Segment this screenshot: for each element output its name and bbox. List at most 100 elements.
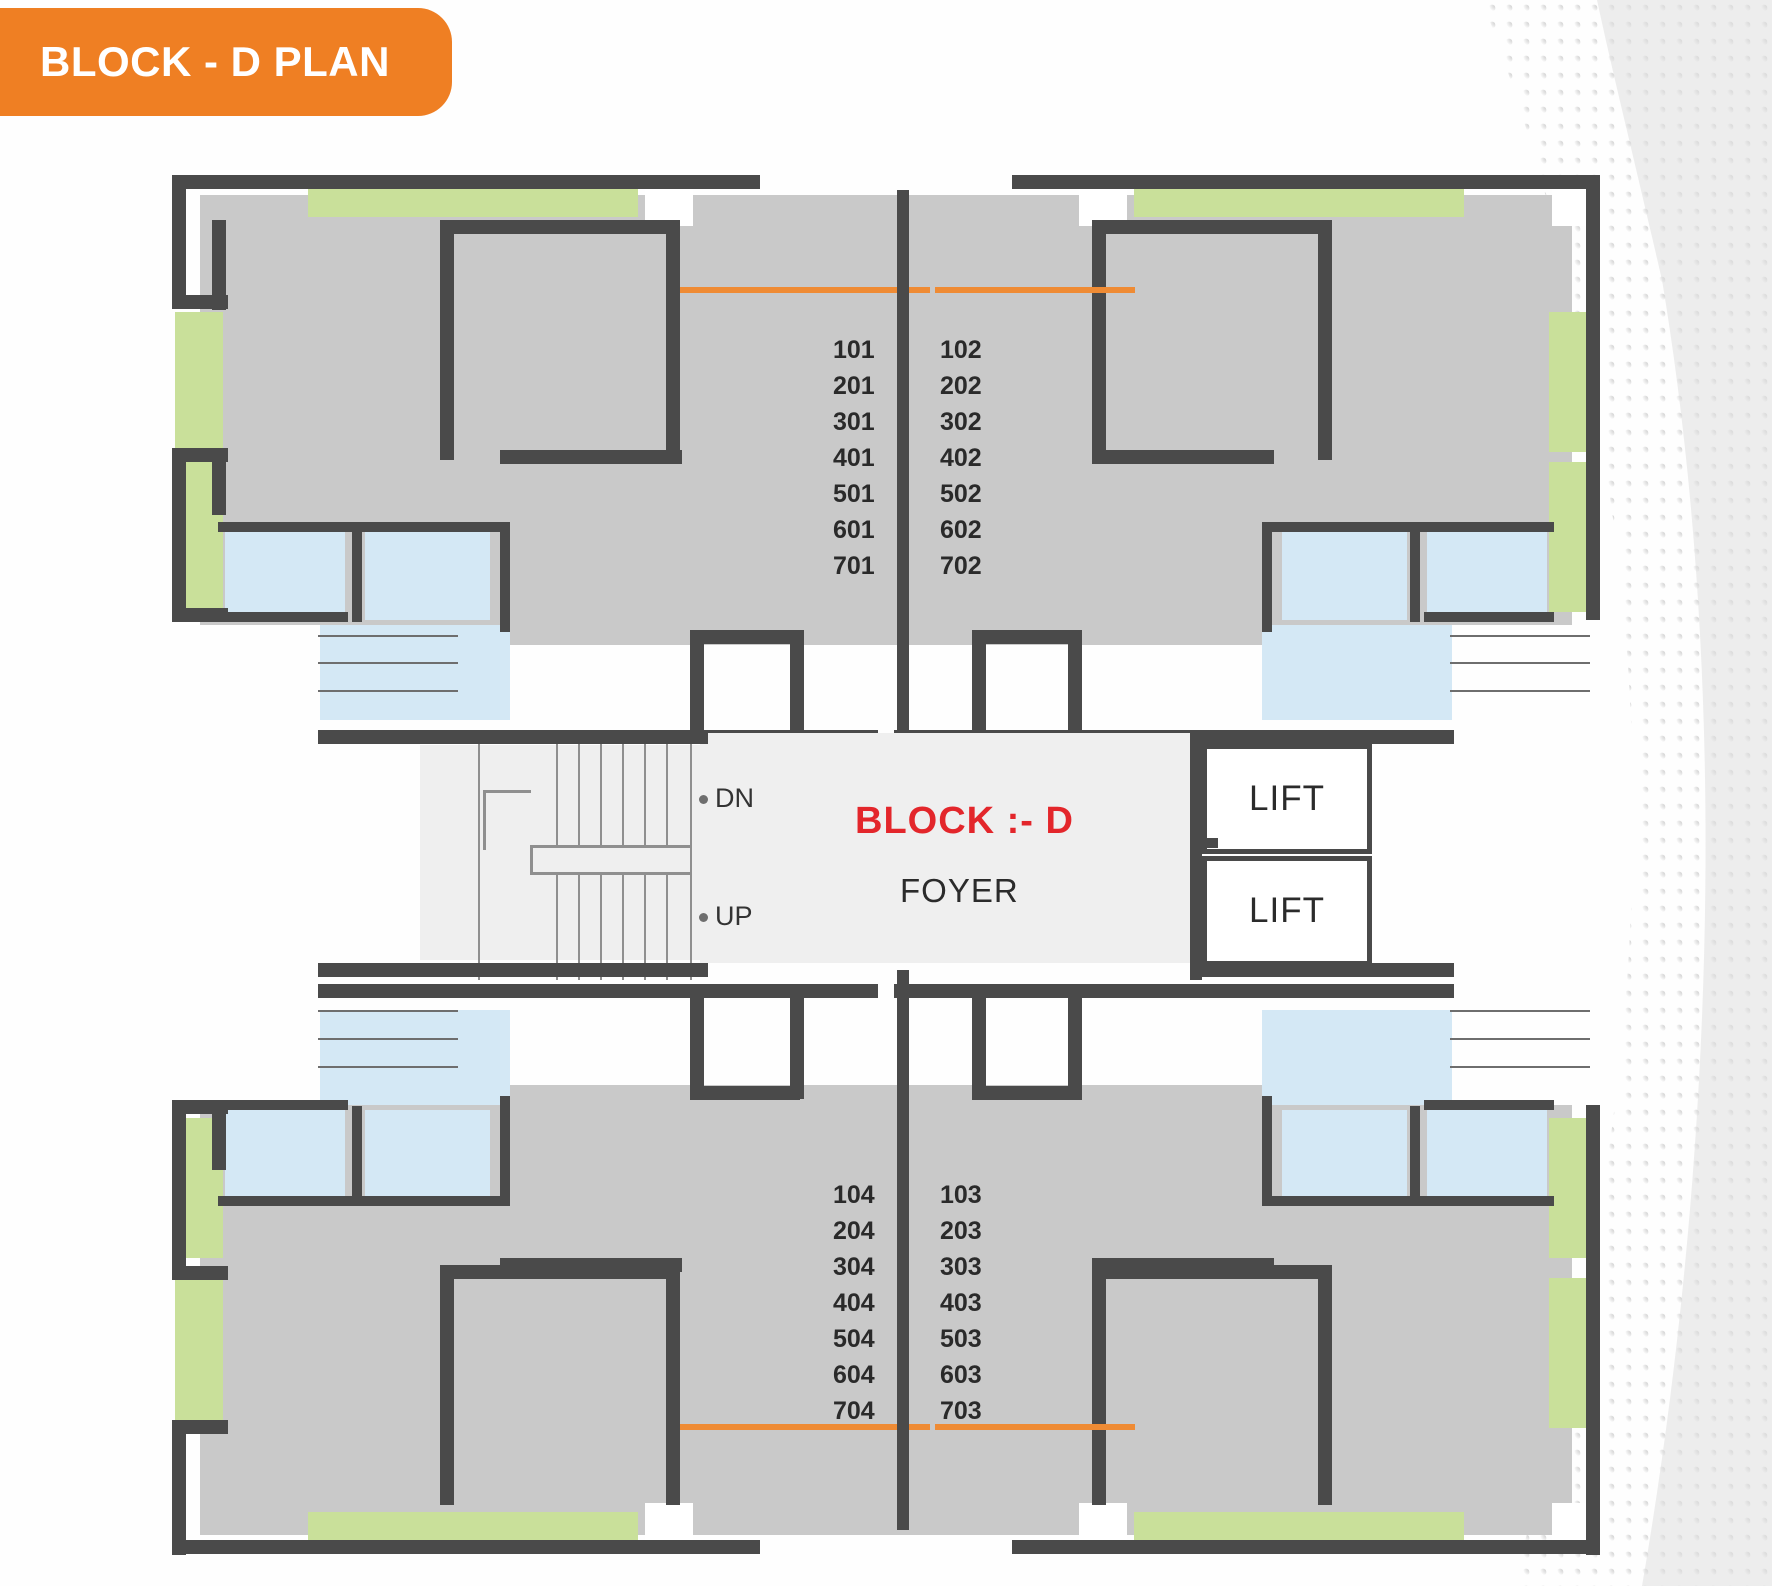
unit-201: 201 <box>833 372 875 400</box>
br-bath-wall-4 <box>1262 1096 1272 1206</box>
unit-603: 603 <box>940 1361 982 1389</box>
bl-room-wall-t <box>500 1258 682 1272</box>
tr-wall-right <box>1586 175 1600 305</box>
tr-wall-top2 <box>1012 175 1132 189</box>
br-kitchen-wall2 <box>972 1086 1082 1100</box>
tl-kitchen-wall <box>690 630 704 735</box>
unit-704: 704 <box>833 1397 875 1425</box>
unit-103: 103 <box>940 1181 982 1209</box>
tl-bath-wall-4 <box>500 522 510 632</box>
unit-304: 304 <box>833 1253 875 1281</box>
tl-wall-top2 <box>640 175 760 189</box>
stair-mid-rail2 <box>530 872 690 875</box>
unit-301: 301 <box>833 408 875 436</box>
stair-up-marker <box>699 913 708 922</box>
stair-outline-right <box>690 740 692 980</box>
tl-bath-wall-1 <box>218 522 508 532</box>
br-kitchen-wall <box>1068 994 1082 1099</box>
bl-wall-left <box>172 1430 186 1555</box>
unit-column-top-right: 102 202 302 402 502 602 702 <box>940 332 982 584</box>
bl-balcony-left2 <box>175 1278 223 1428</box>
bl-kitchen-wall <box>690 994 704 1099</box>
bl-wall-bot <box>172 1540 642 1554</box>
unit-703: 703 <box>940 1397 982 1425</box>
br-hatch-2 <box>1450 1038 1590 1040</box>
br-room-wall-t <box>1092 1258 1274 1272</box>
tl-bath-wall-2 <box>352 522 362 622</box>
tr-room-gray-2 <box>847 195 1277 645</box>
stair-tread-04 <box>644 740 646 845</box>
unit-204: 204 <box>833 1217 875 1245</box>
unit-503: 503 <box>940 1325 982 1353</box>
br-bath-wall-2 <box>1410 1106 1420 1206</box>
lift-shaft-1: LIFT <box>1202 744 1372 854</box>
br-room-wall-v2 <box>1092 1265 1106 1505</box>
bl-wall-stub-c <box>172 1420 228 1434</box>
unit-601: 601 <box>833 516 875 544</box>
stair-tread-05 <box>666 740 668 845</box>
tl-room-wall-b <box>500 450 682 464</box>
tl-hatch-2 <box>318 662 458 664</box>
tr-bath-wall-1 <box>1264 522 1554 532</box>
spine-wall-bottom <box>897 970 909 1530</box>
tr-bath-wall-3 <box>1424 612 1554 622</box>
unit-column-top-left: 101 201 301 401 501 601 701 <box>833 332 875 584</box>
tl-room-wall-v2 <box>666 220 680 460</box>
stair-box-outline2 <box>483 790 486 850</box>
br-bath-wall-1 <box>1264 1196 1554 1206</box>
foyer-area <box>700 733 1195 963</box>
core-wall-bot-right <box>1190 963 1454 977</box>
stair-tread-14 <box>644 875 646 980</box>
spine-wall-top <box>897 190 909 730</box>
tl-room-wall-v <box>440 220 454 460</box>
bl-mid-wall-h <box>318 984 878 998</box>
bl-wall-bot2 <box>640 1540 760 1554</box>
br-wc <box>1262 1010 1452 1105</box>
bl-bath-wall-4 <box>500 1096 510 1206</box>
br-wall-bot2 <box>1012 1540 1132 1554</box>
bottom-right-sill <box>935 1424 1135 1430</box>
tl-wall-left <box>172 175 186 305</box>
bl-room-wall-v <box>440 1265 454 1505</box>
br-hatch-1 <box>1450 1010 1590 1012</box>
tl-kitchen-wall2 <box>690 630 800 644</box>
stair-mid-rail <box>530 845 690 848</box>
unit-104: 104 <box>833 1181 875 1209</box>
lift-1-label: LIFT <box>1249 779 1325 818</box>
foyer-label: FOYER <box>900 872 1019 909</box>
bl-bath-wall-3 <box>218 1100 348 1110</box>
tr-wall-right2 <box>1586 300 1600 620</box>
tl-wall-left2 <box>172 455 186 620</box>
lift-2-label: LIFT <box>1249 891 1325 930</box>
unit-203: 203 <box>940 1217 982 1245</box>
stair-tread-00 <box>556 740 558 845</box>
stair-tread-03 <box>622 740 624 845</box>
stair-tread-15 <box>666 875 668 980</box>
tl-room-wall-h <box>440 220 680 234</box>
tr-room-wall-v2 <box>1092 220 1106 460</box>
tl-wall-stub-c <box>172 608 228 622</box>
unit-303: 303 <box>940 1253 982 1281</box>
tl-bath-2 <box>365 530 490 620</box>
tr-room-wall-h <box>1092 220 1332 234</box>
tl-hatch-3 <box>318 690 458 692</box>
bl-bath-wall-2 <box>352 1106 362 1206</box>
tl-wall-left-in <box>212 220 226 310</box>
tl-wall-left-in2 <box>212 455 226 515</box>
tr-wall-top <box>1130 175 1600 189</box>
unit-column-bottom-left: 104 204 304 404 504 604 704 <box>833 1177 875 1429</box>
unit-403: 403 <box>940 1289 982 1317</box>
unit-202: 202 <box>940 372 982 400</box>
br-mid-wall-h <box>894 984 1454 998</box>
unit-402: 402 <box>940 444 982 472</box>
bl-bath-wall-1 <box>218 1196 508 1206</box>
bl-wall-left2 <box>172 1105 186 1275</box>
unit-501: 501 <box>833 480 875 508</box>
br-room-wall-v <box>1318 1265 1332 1505</box>
br-hatch-3 <box>1450 1066 1590 1068</box>
stair-box-outline <box>483 790 531 793</box>
tr-kitchen-wall <box>1068 630 1082 735</box>
stair-rail-v <box>530 845 533 875</box>
lift-door-stub <box>1196 838 1218 848</box>
